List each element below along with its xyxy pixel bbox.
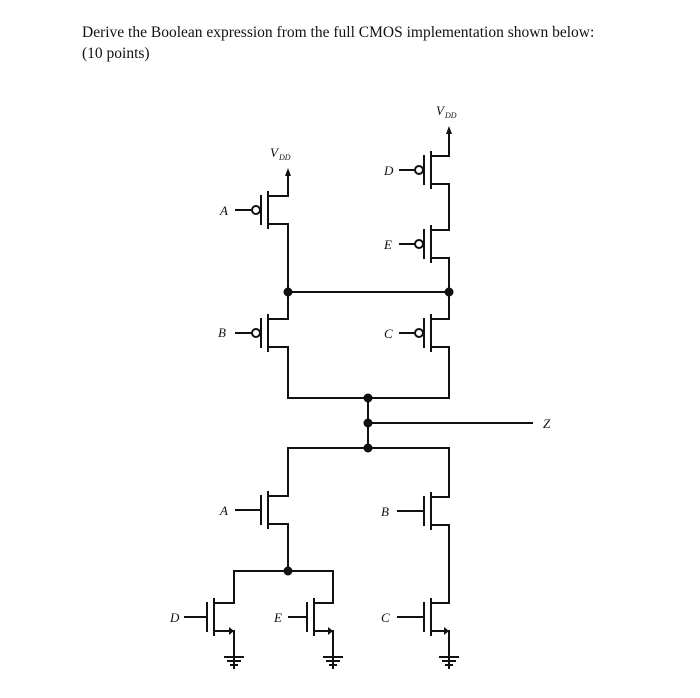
pmos-b-label: B [218, 325, 226, 340]
vdd-arrows [285, 126, 452, 176]
vdd-label-right: V DD [436, 103, 457, 120]
question-line-1: Derive the Boolean expression from the f… [82, 24, 595, 41]
nmos-d-transistor: D [169, 570, 235, 657]
pmos-b-transistor: B [218, 291, 369, 399]
nmos-c-label: C [381, 610, 390, 625]
svg-text:V: V [270, 145, 280, 160]
pmos-e-transistor: E [383, 225, 450, 293]
pmos-e-label: E [383, 237, 392, 252]
nmos-a-label: A [219, 503, 228, 518]
svg-text:DD: DD [278, 153, 291, 162]
pmos-a-transistor: A [219, 175, 289, 293]
nmos-e-transistor: E [273, 570, 334, 657]
ground-icon [224, 654, 244, 669]
ground-icon [323, 654, 343, 669]
pmos-c-transistor: C [367, 291, 450, 399]
pmos-d-label: D [383, 163, 394, 178]
vdd-label-left: V DD [270, 145, 291, 162]
pullup-middle-node [283, 287, 454, 297]
pmos-c-label: C [384, 326, 393, 341]
nmos-a-transistor: A [219, 447, 289, 572]
pmos-a-label: A [219, 203, 228, 218]
output-node: Z [363, 393, 551, 453]
pulldown-bottom-node [233, 566, 334, 576]
pmos-d-transistor: D [383, 133, 450, 229]
question-line-2: (10 points) [82, 45, 150, 62]
nmos-e-label: E [273, 610, 282, 625]
svg-text:DD: DD [444, 111, 457, 120]
nmos-b-transistor: B [381, 447, 450, 603]
nmos-c-transistor: C [381, 598, 450, 657]
svg-text:V: V [436, 103, 446, 118]
output-label: Z [543, 416, 551, 431]
ground-icon [439, 654, 459, 669]
nmos-d-label: D [169, 610, 180, 625]
question-text: Derive the Boolean expression from the f… [82, 22, 682, 64]
nmos-b-label: B [381, 504, 389, 519]
